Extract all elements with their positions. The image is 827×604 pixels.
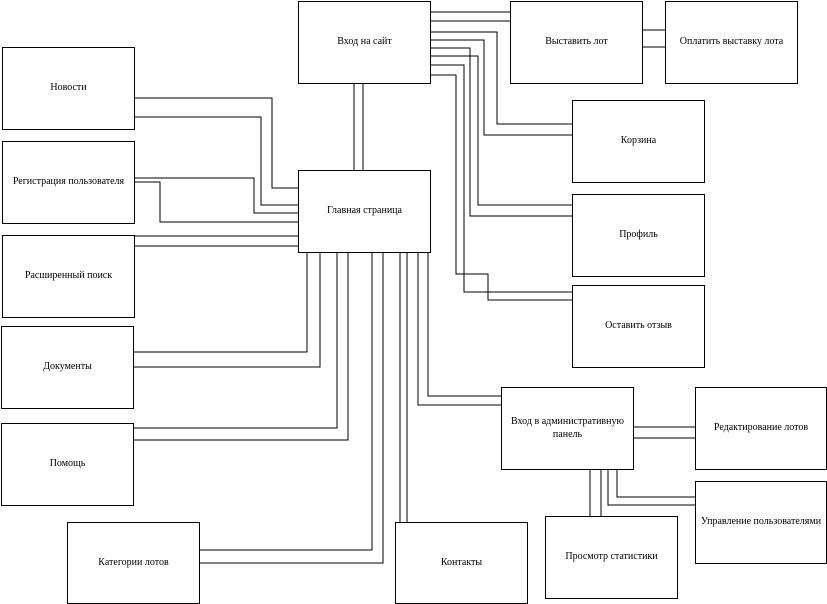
connector-login-profile	[430, 47, 572, 217]
connector-login-main	[353, 83, 364, 171]
node-help: Помощь	[1, 423, 134, 506]
connector-help-main	[134, 252, 349, 441]
connector-categories-main	[200, 252, 384, 564]
connector-news-main	[134, 97, 298, 206]
connector-contacts-main	[399, 252, 408, 522]
node-login: Вход на сайт	[298, 1, 431, 84]
node-news: Новости	[2, 47, 135, 130]
node-cart: Корзина	[572, 100, 705, 183]
node-contacts: Контакты	[395, 522, 528, 604]
node-documents: Документы	[1, 326, 134, 409]
connector-main-admin	[417, 252, 501, 406]
connector-admin-stats	[589, 469, 602, 516]
connector-registration-main	[134, 177, 298, 223]
node-registration: Регистрация пользователя	[2, 141, 135, 224]
node-lot-categories: Категории лотов	[67, 522, 200, 604]
connector-login-review	[430, 64, 572, 301]
node-admin-panel: Вход в административную панель	[501, 387, 634, 470]
connector-admin-users	[607, 469, 695, 506]
connector-search-main	[134, 235, 298, 247]
connector-admin-editlots	[633, 426, 695, 439]
node-post-lot: Выставить лот	[510, 1, 643, 84]
connector-documents-main	[134, 252, 321, 368]
node-advanced-search: Расширенный поиск	[2, 235, 135, 318]
node-main-page: Главная страница	[298, 170, 431, 253]
node-edit-lots: Редактирование лотов	[695, 387, 827, 470]
node-user-management: Управление пользователями	[695, 481, 827, 564]
node-profile: Профиль	[572, 194, 705, 277]
node-leave-review: Оставить отзыв	[572, 285, 705, 368]
connector-login-postlot	[430, 11, 511, 22]
node-view-statistics: Просмотр статистики	[545, 516, 678, 599]
connector-postlot-paylot	[642, 29, 666, 48]
connector-login-cart	[430, 31, 572, 136]
node-pay-lot: Оплатить выставку лота	[665, 1, 798, 84]
